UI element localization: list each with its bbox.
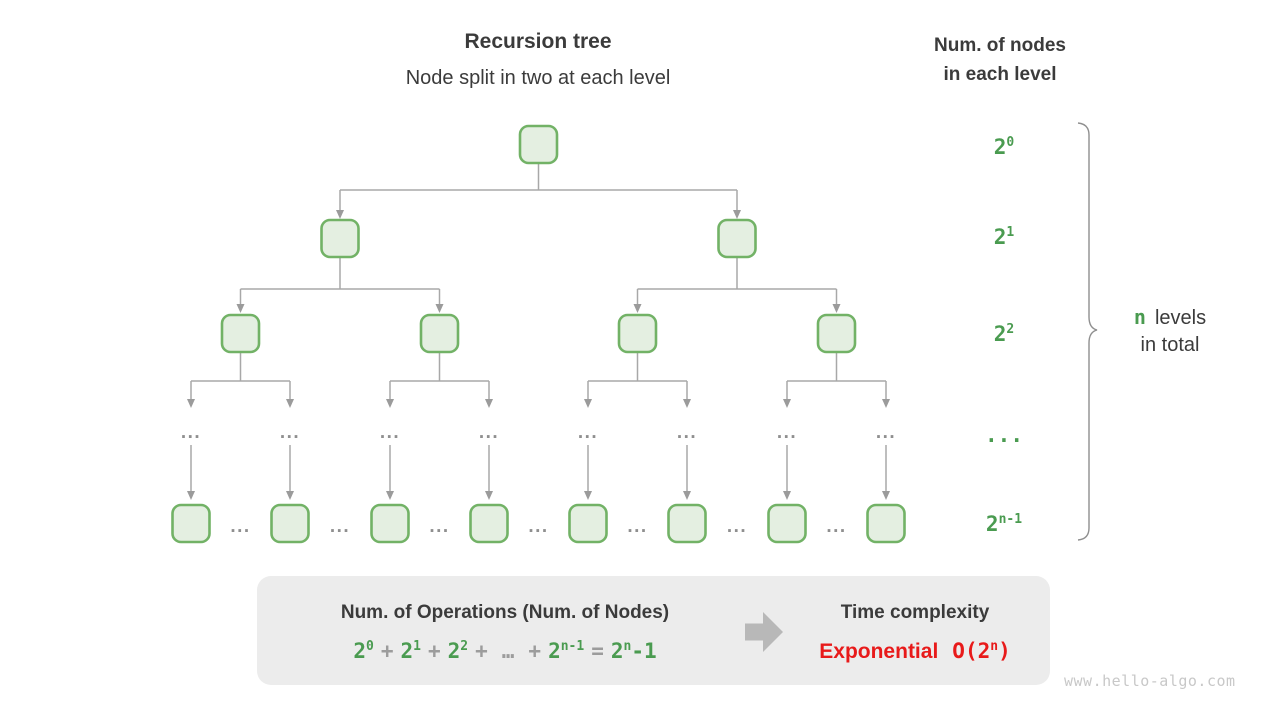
formula-operator: + — [427, 639, 441, 663]
diagram-title-block: Recursion tree Node split in two at each… — [288, 25, 788, 97]
level-count-ellipsis: ... — [985, 423, 1023, 447]
ellipsis-label: ... — [677, 422, 697, 443]
big-o-notation: O(2n) — [952, 639, 1011, 663]
tree-nodes — [171, 124, 906, 544]
tree-arrows — [187, 190, 890, 500]
tree-node — [667, 503, 707, 544]
formula-equals: = — [591, 639, 604, 663]
complexity-result: Exponential O(2n) — [795, 632, 1035, 667]
summary-box — [257, 576, 1050, 685]
nodes-header-line1: Num. of nodes — [934, 35, 1066, 56]
level-count-last: 2n-1 — [985, 512, 1023, 536]
operations-block: Num. of Operations (Num. of Nodes) 20+21… — [265, 598, 745, 666]
ellipsis-label: ... — [876, 422, 896, 443]
ellipsis-label: ... — [727, 516, 747, 537]
tree-node — [171, 503, 211, 544]
tree-connectors — [191, 163, 886, 382]
tree-node — [568, 503, 608, 544]
formula-term: 22 — [447, 639, 469, 663]
ellipsis-label: ... — [479, 422, 499, 443]
brace-icon — [1077, 122, 1098, 541]
formula-term: 21 — [400, 639, 421, 663]
formula-operator: + — [528, 639, 542, 663]
level-count-1: 21 — [993, 225, 1015, 249]
tree-node — [469, 503, 509, 544]
level-count-0: 20 — [993, 135, 1015, 159]
ellipsis-label: ... — [380, 422, 400, 443]
operations-title: Num. of Operations (Num. of Nodes) — [340, 602, 670, 623]
tree-node — [717, 218, 757, 259]
levels-word: levels — [1154, 307, 1207, 329]
tree-node — [270, 503, 310, 544]
formula-operator: + — [475, 639, 488, 663]
formula-operator: + — [380, 639, 394, 663]
tree-node — [767, 503, 807, 544]
ellipsis-label: ... — [181, 422, 201, 443]
tree-node — [220, 313, 261, 354]
tree-ellipses: ... ... ... ... ... ... ... ... ... ... … — [181, 422, 896, 537]
ellipsis-label: ... — [627, 516, 647, 537]
n-symbol: n — [1133, 305, 1146, 329]
ellipsis-label: ... — [578, 422, 598, 443]
ellipsis-label: ... — [280, 422, 300, 443]
tree-node — [816, 313, 857, 354]
tree-node — [617, 313, 658, 354]
ellipsis-label: ... — [330, 516, 350, 537]
tree-node — [320, 218, 360, 259]
level-count-2: 22 — [993, 322, 1015, 346]
tree-node — [518, 124, 559, 165]
tree-node — [370, 503, 410, 544]
ellipsis-label: ... — [826, 516, 846, 537]
ellipsis-label: ... — [777, 422, 797, 443]
operations-formula: 20+21+22+…+2n-1=2n-1 — [265, 632, 745, 666]
formula-term: -1 — [631, 639, 657, 663]
tree-node — [866, 503, 906, 544]
formula-term: 2n — [610, 639, 632, 663]
ellipsis-label: ... — [230, 516, 250, 537]
formula-term: 20 — [353, 639, 374, 663]
nodes-per-level-header: Num. of nodes in each level — [900, 31, 1100, 89]
formula-ellipsis: … — [501, 639, 515, 663]
watermark: www.hello-algo.com — [1064, 672, 1236, 690]
ellipsis-label: ... — [429, 516, 449, 537]
nodes-header-line2: in each level — [943, 64, 1057, 85]
time-complexity-title: Time complexity — [840, 602, 990, 623]
complexity-word: Exponential — [819, 640, 939, 663]
ellipsis-label: ... — [528, 516, 548, 537]
in-total-word: in total — [1140, 334, 1200, 356]
page-title: Recursion tree — [464, 30, 612, 53]
time-complexity-block: Time complexity Exponential O(2n) — [795, 598, 1035, 667]
page-subtitle: Node split in two at each level — [405, 67, 671, 89]
tree-node — [419, 313, 460, 354]
formula-term: 2n-1 — [548, 639, 585, 663]
